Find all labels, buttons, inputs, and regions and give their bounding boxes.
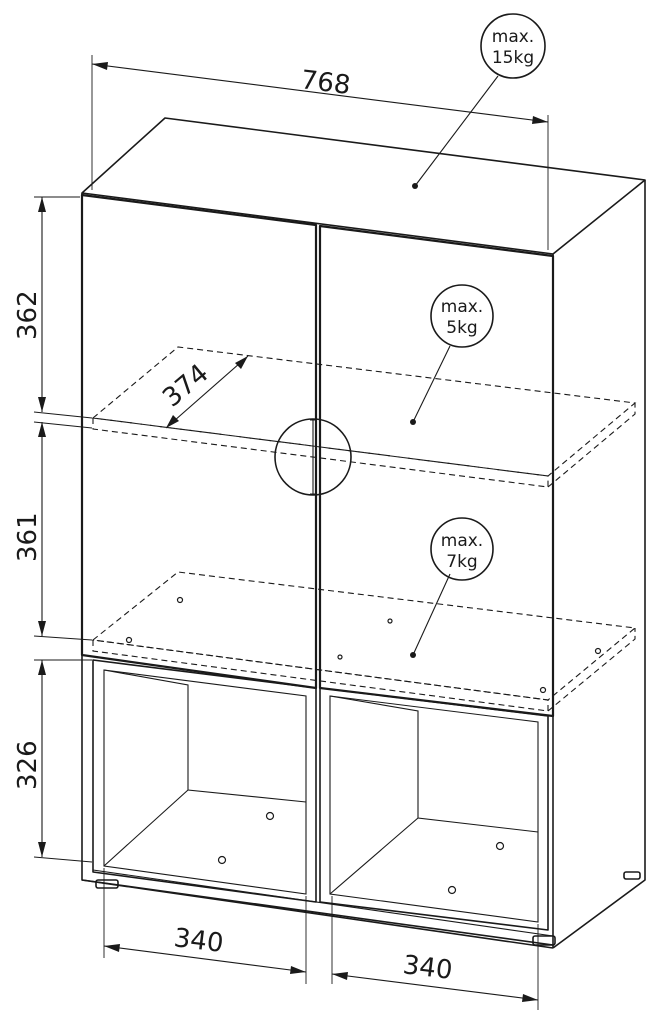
callout-lower-circle (430, 517, 494, 581)
callout-top-load: max. 15kg (412, 13, 546, 189)
dim-upper-height-label: 362 (13, 290, 43, 340)
svg-text:15kg: 15kg (492, 48, 534, 68)
dimension-height-362: 362 (13, 196, 93, 419)
left-niche (92, 659, 317, 903)
right-door (318, 224, 555, 718)
svg-text:5kg: 5kg (446, 318, 477, 338)
cabinet-feet (95, 871, 641, 946)
dimension-niche-right-340: 340 (331, 896, 539, 1010)
dim-niche-left-label: 340 (172, 923, 225, 959)
svg-text:max.: max. (492, 27, 534, 47)
right-niche (319, 687, 549, 931)
callout-lower-shelf-load: max. 7kg (412, 517, 494, 656)
svg-text:7kg: 7kg (446, 552, 477, 572)
cabinet-top-surface (81, 117, 646, 255)
svg-text:max.: max. (441, 297, 483, 317)
svg-text:max.: max. (441, 531, 483, 551)
callout-upper-circle (430, 284, 494, 348)
callout-upper-shelf-load: max. 5kg (412, 284, 494, 423)
callout-top-circle (480, 13, 546, 79)
cabinet-body (81, 117, 646, 949)
dimension-niche-left-340: 340 (103, 868, 307, 984)
cabinet-base-front (81, 879, 554, 946)
dimension-height-326: 326 (13, 659, 93, 863)
dim-shelf-depth-label: 374 (157, 358, 214, 413)
dim-niche-right-label: 340 (401, 950, 454, 986)
dim-width-label: 768 (299, 65, 352, 101)
dimension-width-768: 768 (91, 55, 549, 250)
dimension-height-361: 361 (13, 421, 93, 641)
dimension-depth-374: 374 (157, 355, 249, 429)
cabinet-right-side (552, 180, 646, 949)
lower-shelf (91, 571, 637, 712)
cabinet-doors (80, 193, 555, 718)
dim-middle-height-label: 361 (13, 512, 43, 562)
dim-lower-height-label: 326 (13, 740, 43, 790)
